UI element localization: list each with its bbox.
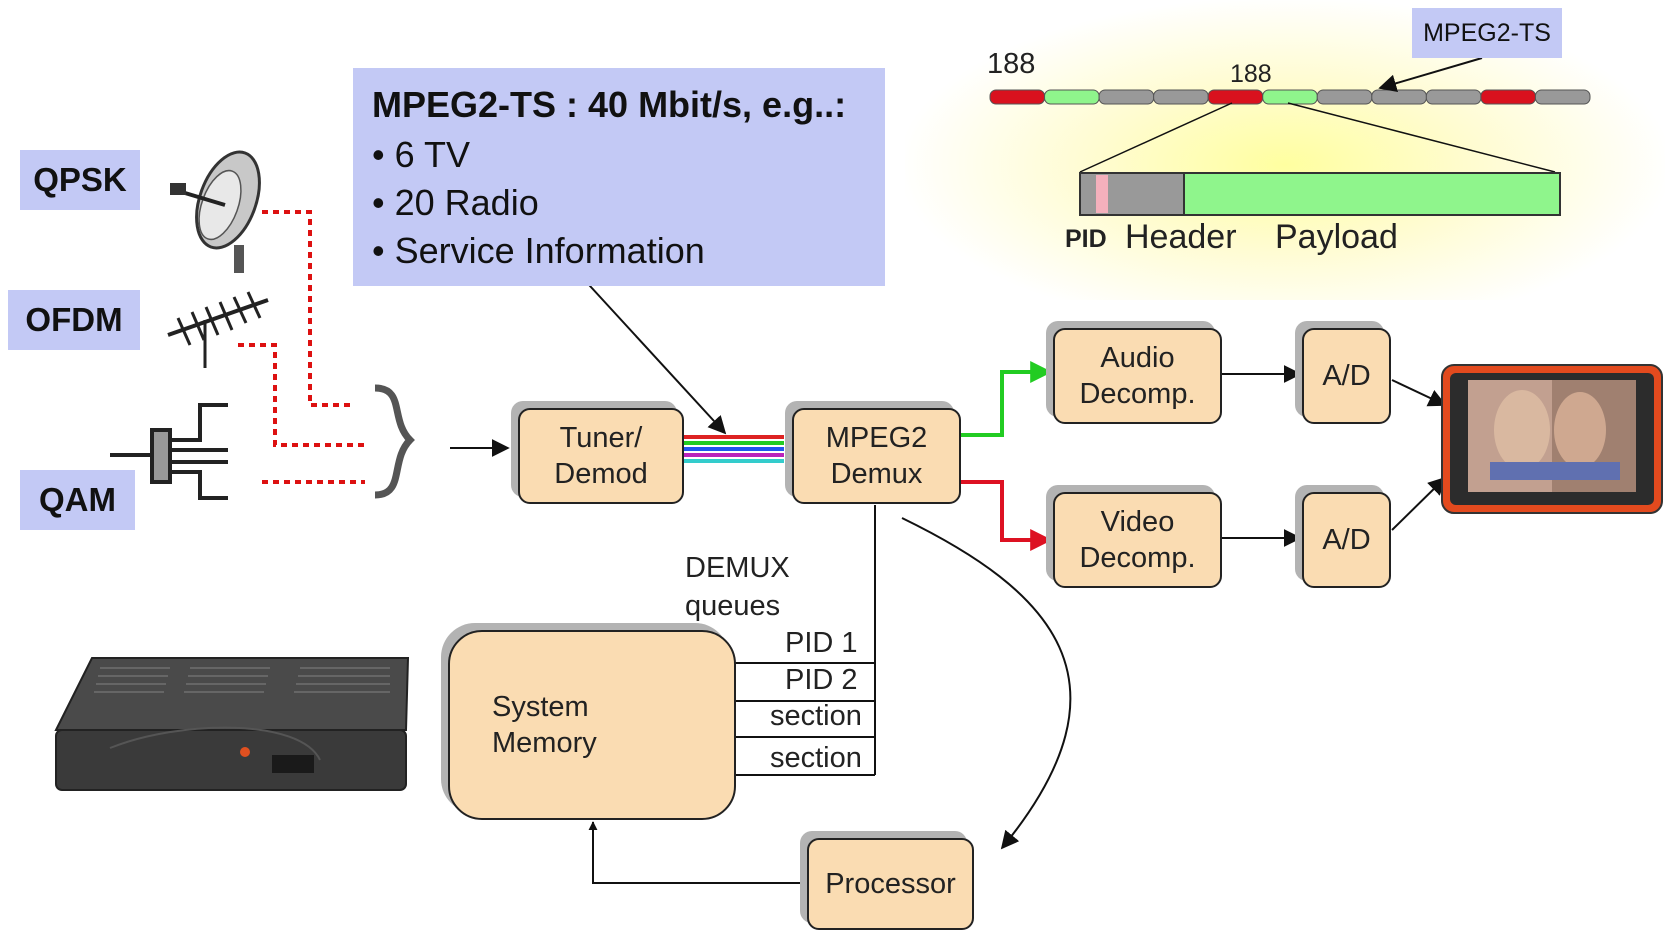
video-line-1: Video <box>1100 505 1175 538</box>
demux-line-1: MPEG2 <box>825 421 928 454</box>
packet-segment <box>1480 89 1536 105</box>
audio-path <box>959 361 1053 437</box>
pid-label: PID <box>1065 225 1107 253</box>
transport-stream-info-box: MPEG2-TS : 40 Mbit/s, e.g..: • 6 TV • 20… <box>353 68 885 286</box>
audio-ad-label: A/D <box>1322 359 1371 392</box>
memory-line-2: Memory <box>492 727 597 759</box>
info-bullet-service-info: • Service Information <box>372 230 705 271</box>
packet-segment <box>1534 89 1591 105</box>
rf-feed-lines <box>238 210 365 484</box>
info-box-title: MPEG2-TS : 40 Mbit/s, e.g..: <box>372 84 847 125</box>
transport-stream-lines <box>684 435 784 463</box>
label-ofdm: OFDM <box>8 290 140 350</box>
video-line-2: Decomp. <box>1079 542 1196 574</box>
packet-segment <box>1207 89 1264 105</box>
processor-block: Processor <box>807 838 974 930</box>
info-bullet-radio: • 20 Radio <box>372 182 539 223</box>
demux-queues-title-1: DEMUX <box>685 552 790 584</box>
audio-ad-block: A/D <box>1302 328 1391 424</box>
packet-size-label-2: 188 <box>1230 60 1272 88</box>
header-label: Header <box>1125 218 1237 256</box>
queue-label-section-1: section <box>770 700 862 732</box>
video-ad-block: A/D <box>1302 492 1391 588</box>
memory-line-1: System <box>492 690 589 723</box>
video-decomp-block: Video Decomp. <box>1053 492 1222 588</box>
cable-splitter-icon <box>110 403 228 500</box>
mpeg2-demux-block: MPEG2 Demux <box>792 408 961 504</box>
transport-stream-packet-bar <box>989 89 1591 105</box>
system-memory-block: System Memory <box>448 630 736 820</box>
label-qam: QAM <box>20 470 135 530</box>
packet-segment <box>1044 89 1100 105</box>
info-bullet-tv: • 6 TV <box>372 134 470 175</box>
queue-label-section-2: section <box>770 742 862 774</box>
demux-processor-curve <box>901 517 1072 850</box>
audio-line-2: Decomp. <box>1079 378 1196 410</box>
packet-segment <box>989 89 1046 105</box>
video-path <box>959 480 1053 551</box>
expanded-packet <box>1079 172 1561 216</box>
packet-segment <box>1262 89 1318 105</box>
tuner-line-1: Tuner/ <box>559 421 643 454</box>
queue-label-pid1: PID 1 <box>785 627 858 659</box>
television-icon <box>1441 364 1663 514</box>
tuner-line-2: Demod <box>554 458 648 490</box>
packet-segment <box>1153 89 1209 105</box>
payload-label: Payload <box>1275 218 1398 256</box>
demux-line-2: Demux <box>830 458 923 490</box>
queue-label-pid2: PID 2 <box>785 664 858 696</box>
signal-combine-brace <box>374 384 415 499</box>
antenna-icon <box>167 291 269 368</box>
satellite-dish-icon <box>170 150 261 273</box>
label-qpsk: QPSK <box>20 150 140 210</box>
demux-queues-title-2: queues <box>685 590 781 622</box>
audio-decomp-block: Audio Decomp. <box>1053 328 1222 424</box>
packet-segment <box>1316 89 1373 105</box>
video-ad-label: A/D <box>1322 523 1371 556</box>
audio-line-1: Audio <box>1100 341 1175 374</box>
demux-queue-lines <box>721 505 876 780</box>
packet-segment <box>1371 89 1427 105</box>
stream-label: MPEG2-TS <box>1412 8 1562 58</box>
packet-segment <box>1098 89 1155 105</box>
packet-size-label-1: 188 <box>987 48 1036 80</box>
processor-label: Processor <box>825 867 956 900</box>
packet-segment <box>1425 89 1482 105</box>
set-top-box-icon <box>54 657 410 791</box>
tuner-demod-block: Tuner/ Demod <box>518 408 684 504</box>
memory-processor-link <box>588 821 809 888</box>
